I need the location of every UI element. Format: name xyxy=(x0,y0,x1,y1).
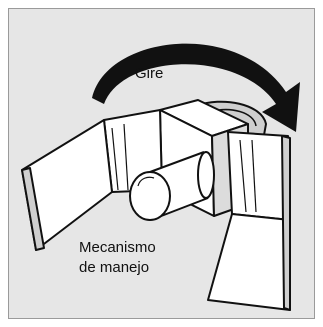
drive-mechanism-label-line1: Mecanismo xyxy=(79,239,156,256)
rotate-label: Gire xyxy=(135,65,164,82)
knob-left-wing xyxy=(21,109,163,251)
drive-shaft xyxy=(129,151,215,221)
knob-right-wing xyxy=(207,131,291,311)
drive-mechanism-label-line2: de manejo xyxy=(79,259,150,276)
rotation-arrow xyxy=(92,43,300,133)
